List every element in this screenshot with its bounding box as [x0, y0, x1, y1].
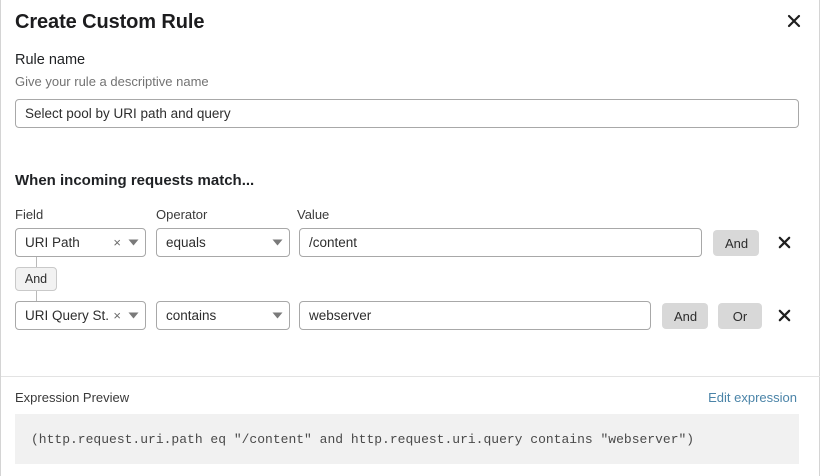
rule-name-input[interactable]: [15, 99, 799, 128]
field-select-1[interactable]: URI Path ×: [15, 228, 146, 257]
dialog-header: Create Custom Rule: [15, 8, 805, 42]
condition-connector-bottom: [36, 291, 37, 301]
chevron-down-icon: [125, 239, 145, 246]
value-input-2[interactable]: [299, 301, 651, 330]
clear-field-icon[interactable]: ×: [113, 308, 121, 323]
remove-condition-button-1[interactable]: [773, 231, 795, 253]
close-icon: [787, 14, 801, 28]
group-logic-chip[interactable]: And: [15, 267, 57, 291]
expression-preview-code: (http.request.uri.path eq "/content" and…: [31, 431, 695, 447]
operator-select-2-value: contains: [166, 308, 217, 323]
remove-condition-button-2[interactable]: [773, 304, 795, 326]
close-dialog-button[interactable]: [783, 10, 805, 32]
rule-name-label: Rule name: [15, 52, 86, 68]
field-select-2-value: URI Query St...: [25, 308, 110, 323]
add-or-condition-button-2[interactable]: Or: [718, 303, 762, 329]
add-and-condition-button-2[interactable]: And: [662, 303, 708, 329]
chevron-down-icon: [269, 312, 289, 319]
page-title: Create Custom Rule: [15, 11, 205, 33]
condition-connector-top: [36, 257, 37, 268]
column-header-field: Field: [15, 207, 44, 222]
expression-preview-box: (http.request.uri.path eq "/content" and…: [15, 414, 799, 464]
field-select-2[interactable]: URI Query St... ×: [15, 301, 146, 330]
condition-column-headers: Field Operator Value: [1, 206, 820, 226]
operator-select-1-value: equals: [166, 235, 206, 250]
rule-name-description: Give your rule a descriptive name: [15, 74, 209, 89]
conditions-section-title: When incoming requests match...: [15, 172, 255, 189]
condition-row: URI Query St... × contains And Or: [1, 301, 820, 331]
close-icon: [778, 236, 790, 248]
clear-field-icon[interactable]: ×: [113, 235, 121, 250]
column-header-value: Value: [297, 207, 330, 222]
operator-select-1[interactable]: equals: [156, 228, 290, 257]
rule-name-section: Rule name Give your rule a descriptive n…: [15, 50, 799, 128]
section-divider: [1, 376, 820, 377]
operator-select-2[interactable]: contains: [156, 301, 290, 330]
column-header-operator: Operator: [156, 207, 208, 222]
edit-expression-link[interactable]: Edit expression: [708, 390, 797, 405]
chevron-down-icon: [125, 312, 145, 319]
condition-row: URI Path × equals And: [1, 228, 820, 258]
close-icon: [778, 309, 790, 321]
expression-preview-label: Expression Preview: [15, 390, 130, 405]
add-and-condition-button-1[interactable]: And: [713, 230, 759, 256]
field-select-1-value: URI Path: [25, 235, 80, 250]
value-input-1[interactable]: [299, 228, 702, 257]
chevron-down-icon: [269, 239, 289, 246]
